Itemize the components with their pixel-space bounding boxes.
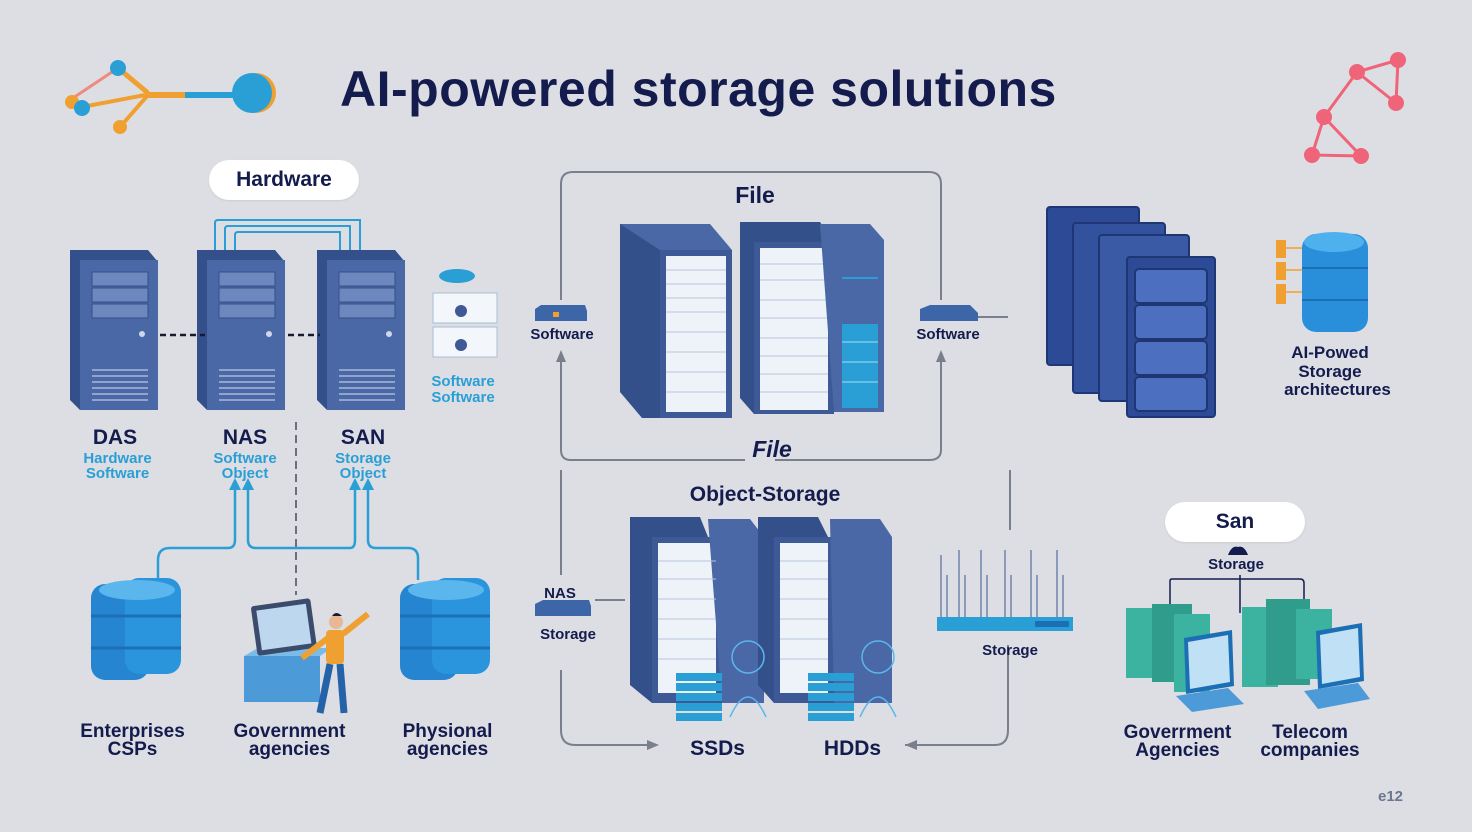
nas-sub1: Software (213, 450, 277, 467)
software-box-icon (432, 269, 498, 358)
hardware-badge: Hardware (209, 160, 359, 200)
network-switch-icon (937, 550, 1073, 631)
right-software-device-icon (920, 305, 1008, 321)
das-label: DAS (92, 426, 138, 449)
san-government-label: Goverrment (1123, 722, 1232, 743)
ssds-label: SSDs (690, 737, 745, 760)
architecture-line2: Storage (1298, 362, 1362, 381)
das-sub2: Software (85, 465, 150, 482)
file-loop-lines (556, 171, 946, 461)
software-label-2: Software (431, 389, 495, 406)
csps-label: CSPs (107, 739, 158, 760)
object-storage-title: Object-Storage (689, 483, 841, 506)
client-arrows (156, 422, 420, 595)
san-sub1: Storage (335, 450, 391, 467)
telecom-label: Telecom (1272, 722, 1348, 743)
san-tower-icon (317, 250, 405, 410)
nas-tower-icon (197, 250, 285, 410)
graph-nodes-icon (1304, 52, 1406, 164)
san-label: SAN (340, 426, 386, 449)
file-top-label: File (735, 182, 775, 208)
network-logo-icon (65, 60, 276, 134)
stacked-drive-panels-icon (1046, 206, 1216, 418)
enterprise-storage-icon (91, 578, 181, 680)
page-title: AI-powered storage solutions (340, 61, 1057, 117)
das-sub1: Hardware (83, 450, 152, 467)
switch-storage-label: Storage (982, 642, 1038, 659)
object-flow-lines (560, 470, 1011, 750)
architecture-line1: AI-Powed (1291, 343, 1369, 362)
nas-node-label: NAS (544, 585, 576, 602)
footer-mark: e12 (1378, 788, 1404, 805)
object-server-rack-icon (630, 517, 897, 721)
tower-dashed-links (160, 333, 320, 337)
left-software-device-icon (535, 305, 587, 321)
government-label: Government (233, 721, 346, 742)
nas-device-icon (535, 600, 591, 616)
government-workstation-icon (244, 598, 370, 714)
companies-label: companies (1260, 740, 1360, 761)
san-connectors (1169, 575, 1305, 613)
physional-label: Physional (402, 721, 493, 742)
san-sub2: Object (339, 465, 387, 482)
nas-storage-label: Storage (540, 626, 596, 643)
file-left-software-label: Software (530, 326, 594, 343)
file-right-software-label: Software (916, 326, 980, 343)
nas-label: NAS (222, 426, 268, 449)
file-bottom-label: File (752, 436, 792, 462)
architecture-line3: architectures (1284, 380, 1391, 399)
das-tower-icon (70, 250, 158, 410)
san-agencies-label: Agencies (1135, 740, 1220, 761)
tower-cables (214, 219, 361, 255)
hdds-label: HDDs (823, 737, 882, 760)
government-servers-laptop-icon (1126, 604, 1244, 712)
ai-storage-cylinder-icon (1276, 232, 1368, 332)
san-hub-icon (1228, 546, 1248, 555)
telecom-servers-laptop-icon (1242, 599, 1370, 709)
physional-agencies-label: agencies (406, 739, 489, 760)
software-label-1: Software (431, 373, 495, 390)
government-agencies-label: agencies (248, 739, 331, 760)
san-badge: San (1165, 502, 1305, 542)
san-hub-label: Storage (1208, 556, 1264, 573)
enterprises-label: Enterprises (80, 721, 185, 742)
file-server-rack-icon (620, 222, 884, 418)
physional-storage-icon (400, 578, 490, 680)
nas-sub2: Object (221, 465, 269, 482)
